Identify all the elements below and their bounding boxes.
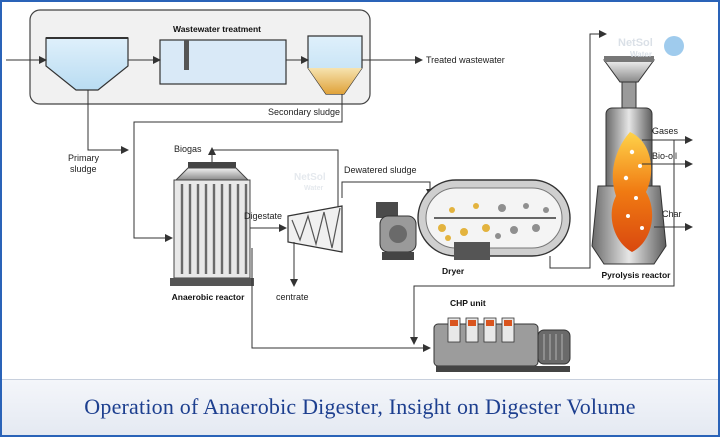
- pyrolysis-reactor: [591, 56, 667, 265]
- label-char: Char: [662, 209, 682, 219]
- line-biogas-return: [212, 149, 339, 218]
- line-gases-to-chp: [410, 140, 675, 345]
- label-chp-unit: CHP unit: [450, 298, 486, 308]
- label-bio-oil: Bio-oil: [652, 151, 677, 161]
- svg-text:Water: Water: [304, 185, 323, 192]
- wastewater-treatment-panel: [6, 9, 371, 105]
- line-dewatered-sludge: [341, 181, 434, 198]
- line-primary-sludge: [87, 90, 129, 154]
- line-biogas-to-chp: [251, 248, 431, 352]
- centrifuge: [287, 205, 343, 253]
- anaerobic-reactor: [170, 162, 254, 286]
- label-dewatered-sludge: Dewatered sludge: [344, 165, 417, 175]
- label-pyrolysis-reactor: Pyrolysis reactor: [602, 270, 672, 280]
- line-dryer-to-pyrolysis: [549, 30, 607, 269]
- chp-unit: [433, 317, 571, 372]
- label-secondary-sludge: Secondary sludge: [268, 107, 340, 117]
- label-gases: Gases: [652, 126, 679, 136]
- watermark-line2: Water: [630, 50, 652, 59]
- label-centrate: centrate: [276, 292, 309, 302]
- watermark-logo: NetSol Water: [618, 36, 684, 59]
- line-secondary-sludge: [133, 94, 343, 152]
- line-sludge-to-reactor: [133, 152, 173, 242]
- label-primary-sludge-2: sludge: [70, 164, 97, 174]
- label-biogas: Biogas: [174, 144, 202, 154]
- caption-band: [2, 379, 718, 435]
- label-anaerobic-reactor: Anaerobic reactor: [172, 292, 245, 302]
- label-wastewater-treatment: Wastewater treatment: [173, 24, 261, 34]
- label-digestate: Digestate: [244, 211, 282, 221]
- label-treated-wastewater: Treated wastewater: [426, 55, 505, 65]
- watermark-logo-center: NetSol Water: [294, 172, 326, 192]
- label-dryer: Dryer: [442, 266, 465, 276]
- aeration-tank: [159, 39, 287, 85]
- svg-text:NetSol: NetSol: [294, 172, 326, 183]
- dryer: [376, 179, 571, 260]
- label-primary-sludge-1: Primary: [68, 153, 99, 163]
- caption: Operation of Anaerobic Digester, Insight…: [84, 394, 636, 419]
- watermark-line1: NetSol: [618, 37, 653, 49]
